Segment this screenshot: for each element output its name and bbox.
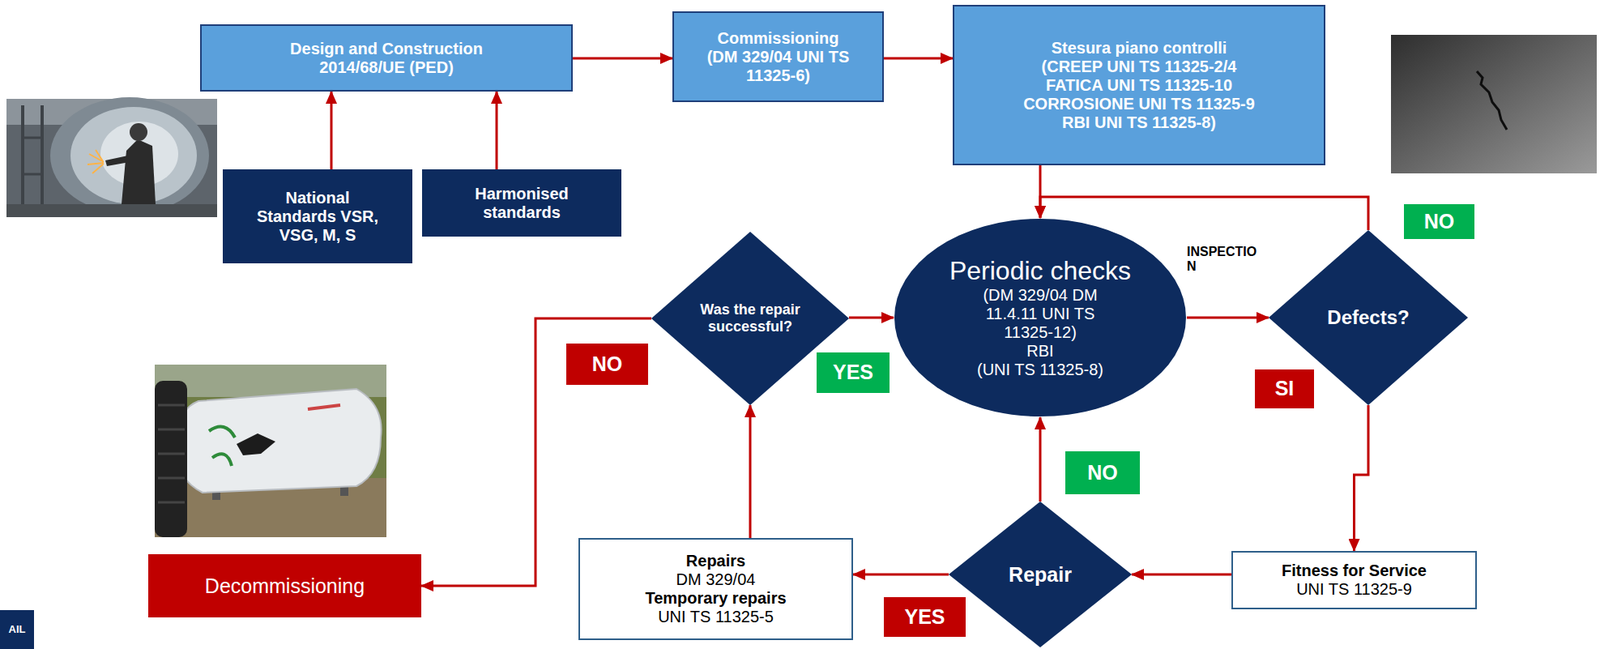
worker-arm <box>105 155 130 167</box>
tank-body <box>176 388 382 493</box>
node-text: (UNI TS 11325-8) <box>977 360 1104 380</box>
photo-ground <box>154 364 387 538</box>
crack-line <box>1476 71 1507 130</box>
node-text: DM 329/04 <box>676 570 756 589</box>
connector-arrow <box>330 91 333 170</box>
node-text: (DM 329/04 UNI TS 11325-6) <box>686 47 870 86</box>
node-text: Stesura piano controlli <box>1051 38 1228 58</box>
node-text: Repair <box>1008 563 1072 587</box>
ellipse-fill <box>894 218 1187 417</box>
connector-arrow <box>853 573 949 576</box>
edge-badge: YES <box>816 352 890 393</box>
node-text: Fitness for Service <box>1281 561 1427 581</box>
pipe-inside <box>70 106 197 205</box>
standards-box: Harmonised standards <box>422 169 622 237</box>
diamond-fill <box>948 501 1132 648</box>
scaffold-rung <box>22 173 43 176</box>
damaged-tank-photo <box>154 364 387 538</box>
edge-badge: YES <box>883 597 966 637</box>
connector-arrow <box>1186 316 1269 320</box>
welding-photo <box>6 97 218 218</box>
process-ellipse: Periodic checks(DM 329/04 DM 11.4.11 UNI… <box>893 217 1187 418</box>
worker-head <box>129 123 148 141</box>
connector-arrow <box>572 57 673 60</box>
crack-photo <box>1390 34 1597 174</box>
logo-text: AIL <box>0 610 35 649</box>
connector-arrow <box>1131 573 1232 576</box>
node-text: Was the repair successful? <box>699 301 802 335</box>
sparks <box>87 149 104 174</box>
edge-badge: NO <box>1403 204 1475 239</box>
edge-badge: NO <box>566 343 649 385</box>
tyre <box>154 380 188 538</box>
node-text: UNI TS 11325-5 <box>657 607 774 627</box>
standards-box: National Standards VSR, VSG, M, S <box>222 169 413 264</box>
node-text: Periodic checks <box>949 256 1131 286</box>
process-box: Design and Construction 2014/68/UE (PED) <box>200 24 573 92</box>
connector-arrow <box>1039 417 1042 502</box>
node-text: National Standards VSR, VSG, M, S <box>247 188 389 245</box>
scaffold-rung <box>22 136 43 140</box>
node-text: UNI TS 11325-9 <box>1296 580 1413 599</box>
tank-marking <box>209 426 235 466</box>
process-box: Stesura piano controlli(CREEP UNI TS 113… <box>952 4 1326 166</box>
worker-body <box>121 139 156 205</box>
scaffold-bar <box>21 105 25 213</box>
node-text: Commissioning <box>716 29 839 48</box>
edge-badge: NO <box>1065 451 1140 495</box>
node-text: Design and Construction 2014/68/UE (PED) <box>277 39 496 77</box>
process-box: RepairsDM 329/04Temporary repairsUNI TS … <box>578 537 854 640</box>
node-text: (DM 329/04 DM 11.4.11 UNI TS 11325-12) <box>969 285 1112 342</box>
connector-arrow <box>1354 405 1370 551</box>
photo-ground <box>1390 34 1597 174</box>
edge-label: INSPECTION <box>1186 244 1262 275</box>
tank-hole <box>236 433 276 456</box>
tank-marking <box>307 405 341 410</box>
node-text: Repairs <box>686 551 746 571</box>
connector-arrow <box>495 91 499 170</box>
connector-arrow <box>883 57 953 60</box>
pipe-rim <box>50 97 210 214</box>
edge-badge: SI <box>1254 369 1315 409</box>
process-box: Fitness for ServiceUNI TS 11325-9 <box>1231 550 1477 610</box>
tyre-tread <box>157 405 185 503</box>
node-text: Decommissioning <box>204 574 365 598</box>
terminal-box: Decommissioning <box>148 554 422 618</box>
process-box: Commissioning(DM 329/04 UNI TS 11325-6) <box>672 11 884 103</box>
node-text: (CREEP UNI TS 11325-2/4 FATICA UNI TS 11… <box>1015 57 1263 133</box>
node-text: Temporary repairs <box>644 588 786 608</box>
node-text: Defects? <box>1326 306 1409 329</box>
decision-diamond: Repair <box>948 501 1132 648</box>
connector-arrow <box>849 316 894 320</box>
node-text: Harmonised standards <box>444 184 599 222</box>
scaffold-bar <box>40 105 44 213</box>
node-text: RBI <box>1026 341 1054 361</box>
photo-floor <box>6 204 218 218</box>
connector-arrow <box>749 405 752 538</box>
